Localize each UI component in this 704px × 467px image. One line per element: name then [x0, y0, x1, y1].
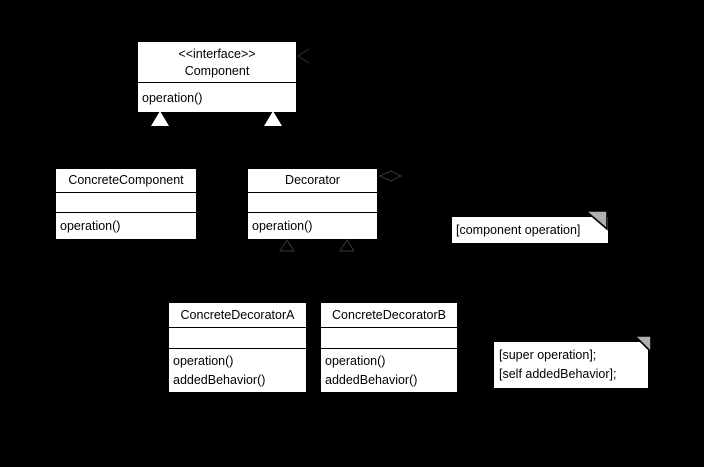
class-operations: operation() addedBehavior() — [321, 349, 457, 392]
class-component: <<interface>> Component operation() — [137, 41, 297, 113]
class-name: ConcreteComponent — [56, 169, 196, 193]
note-text: [component operation] — [456, 223, 581, 237]
class-concrete-decorator-a: ConcreteDecoratorA operation() addedBeha… — [168, 302, 307, 393]
note-decorator-behavior: [super operation]; [self addedBehavior]; — [494, 342, 648, 388]
class-stereotype: <<interface>> — [178, 47, 256, 61]
class-component-operations: operation() — [138, 83, 296, 113]
generalization-arrow-icon — [339, 239, 355, 252]
class-decorator: Decorator operation() — [247, 168, 378, 240]
realization-arrow-icon — [151, 111, 169, 126]
class-concrete-decorator-b: ConcreteDecoratorB operation() addedBeha… — [320, 302, 458, 393]
class-attributes-empty — [248, 193, 377, 213]
operation-label: operation() — [60, 219, 121, 233]
operation-label: operation() — [252, 219, 313, 233]
class-name: Decorator — [248, 169, 377, 193]
class-attributes-empty — [169, 328, 306, 349]
operation-label: operation() — [173, 354, 234, 368]
class-operations: operation() addedBehavior() — [169, 349, 306, 392]
note-component-operation: [component operation] — [452, 217, 608, 243]
generalization-arrow-icon — [279, 239, 295, 252]
operation-label: addedBehavior() — [173, 373, 266, 387]
realization-arrow-icon — [264, 111, 282, 126]
class-operations: operation() — [56, 213, 196, 239]
class-concrete-component: ConcreteComponent operation() — [55, 168, 197, 240]
class-component-title: <<interface>> Component — [138, 42, 296, 83]
note-text-line2: [self addedBehavior]; — [499, 367, 617, 381]
class-name: Component — [184, 64, 250, 78]
association-arrow-icon — [297, 48, 310, 64]
class-operations: operation() — [248, 213, 377, 239]
aggregation-diamond-icon — [378, 170, 403, 182]
note-text-line1: [super operation]; — [499, 348, 597, 362]
operation-label: operation() — [142, 91, 203, 105]
class-attributes-empty — [321, 328, 457, 349]
class-name: ConcreteDecoratorB — [321, 303, 457, 328]
class-name: ConcreteDecoratorA — [169, 303, 306, 328]
operation-label: addedBehavior() — [325, 373, 418, 387]
operation-label: operation() — [325, 354, 386, 368]
class-attributes-empty — [56, 193, 196, 213]
